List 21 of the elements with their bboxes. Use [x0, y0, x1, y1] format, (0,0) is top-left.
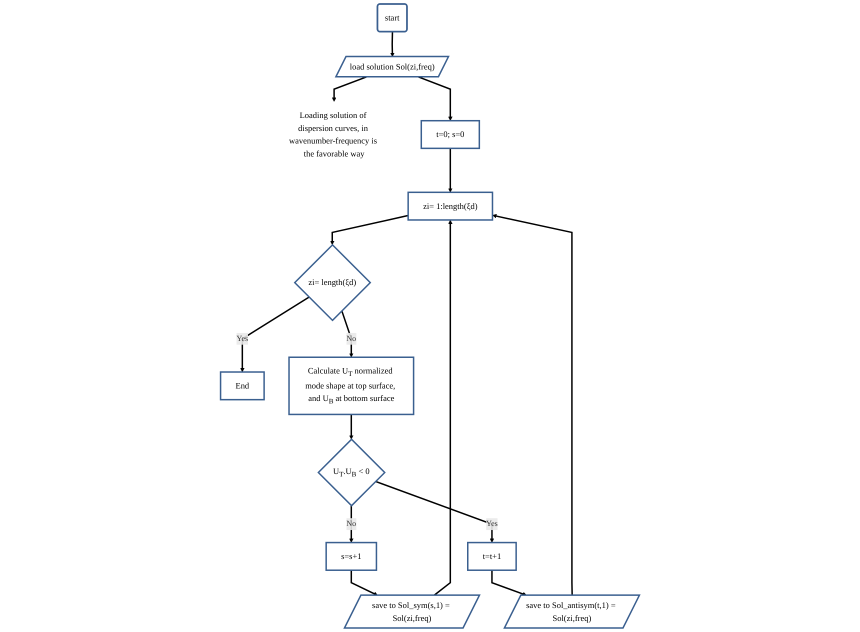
arrow [448, 148, 452, 193]
arrow [491, 570, 527, 596]
arrow [390, 32, 395, 57]
arrow [349, 414, 354, 440]
node-text: Loading solution of dispersion curves, in wavenumber-frequency is the favorable way [289, 110, 378, 158]
node-diamond: zi= length(ξd) [294, 244, 372, 322]
node-box: Calculate U$_{T}$ normalized mode shape at top surface, and U$_{B}$ at bottom surface [288, 356, 414, 416]
node-box: t=0; s=0 [420, 120, 480, 150]
node-diamond: U$_{T}$.U$_{B}$ < 0 [317, 438, 386, 507]
arrow [240, 296, 310, 372]
arrow [418, 76, 452, 121]
arrow [434, 220, 452, 596]
arrow [375, 480, 494, 543]
node-box: zi= 1:length(ξd) [407, 192, 494, 221]
arrow [330, 214, 408, 246]
node-box: s=s+1 [325, 542, 378, 571]
arrow [492, 214, 573, 596]
arrow [332, 76, 367, 102]
node-box: t=t+1 [467, 542, 517, 571]
node-box: End [220, 371, 265, 400]
arrow [350, 570, 378, 596]
